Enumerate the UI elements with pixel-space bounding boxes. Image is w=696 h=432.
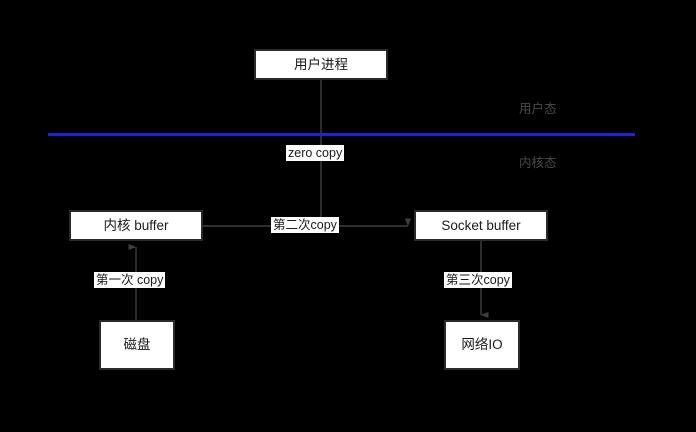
edge-label-third-copy: 第三次copy <box>444 272 512 289</box>
node-network-io[interactable]: 网络IO <box>444 320 520 370</box>
edge-label-zero-copy: zero copy <box>286 145 345 162</box>
node-kernel-buffer-label: 内核 buffer <box>103 217 169 233</box>
edge-label-second-copy: 第二次copy <box>271 217 339 234</box>
node-user-process-label: 用户进程 <box>294 56 348 72</box>
zone-label-kernel-mode: 内核态 <box>519 156 557 170</box>
node-disk-label: 磁盘 <box>123 337 151 353</box>
node-disk[interactable]: 磁盘 <box>99 320 175 370</box>
edge-label-first-copy: 第一次 copy <box>94 272 166 289</box>
node-socket-buffer-label: Socket buffer <box>441 217 521 233</box>
zone-label-user-mode: 用户态 <box>519 102 557 116</box>
node-socket-buffer[interactable]: Socket buffer <box>414 210 548 241</box>
node-network-io-label: 网络IO <box>461 337 503 353</box>
node-kernel-buffer[interactable]: 内核 buffer <box>69 210 203 241</box>
node-user-process[interactable]: 用户进程 <box>254 49 388 80</box>
